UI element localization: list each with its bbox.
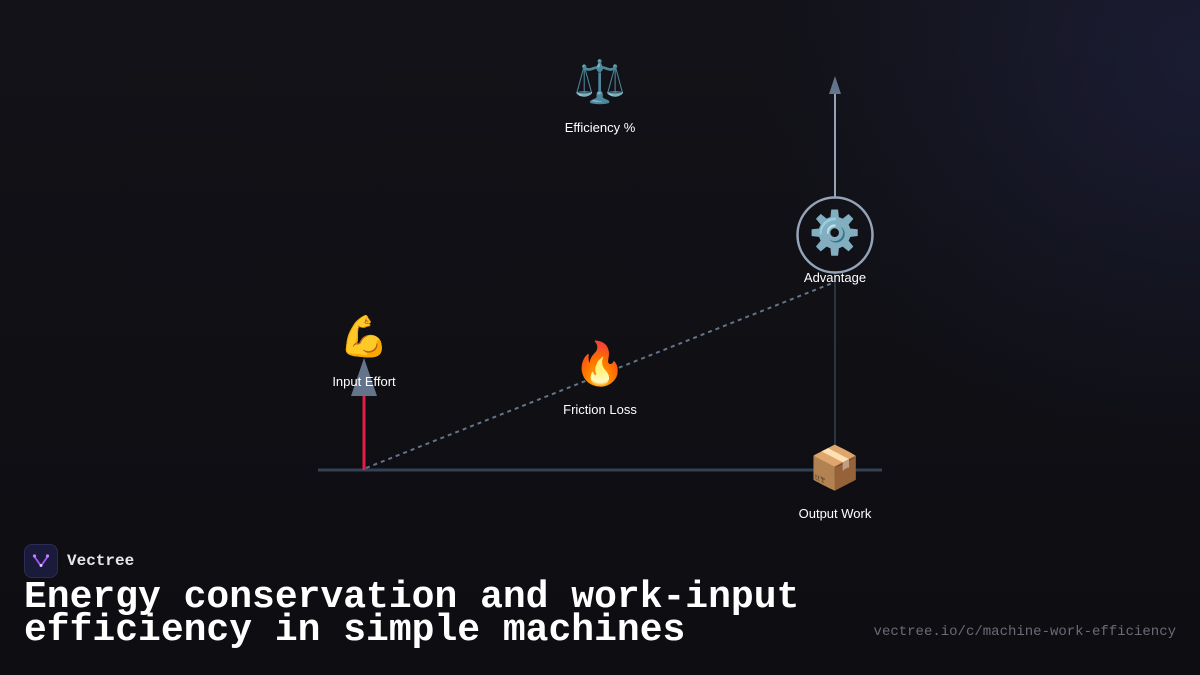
node-friction-loss: 🔥 Friction Loss	[563, 339, 637, 417]
node-label-input-effort: Input Effort	[332, 374, 396, 389]
page-title: Energy conservation and work-input effic…	[24, 576, 800, 652]
source-url: vectree.io/c/machine-work-efficiency	[873, 624, 1176, 640]
node-output-work: 📦 Output Work	[799, 443, 872, 521]
node-label-friction-loss: Friction Loss	[563, 402, 637, 417]
node-advantage: ⚙️ Advantage	[804, 208, 866, 285]
fire-icon: 🔥	[574, 339, 626, 388]
brand: Vectree	[24, 544, 134, 578]
input-effort-arrowhead	[351, 358, 377, 396]
node-input-effort: 💪 Input Effort	[332, 313, 396, 389]
brand-logo-icon	[24, 544, 58, 578]
brand-name: Vectree	[67, 552, 135, 570]
package-icon: 📦	[809, 443, 861, 492]
output-force-arrowhead	[829, 76, 841, 94]
balance-scale-icon: ⚖️	[574, 57, 626, 106]
node-label-advantage: Advantage	[804, 270, 866, 285]
flexed-arm-icon: 💪	[339, 313, 389, 360]
node-label-output-work: Output Work	[799, 506, 872, 521]
node-label-efficiency: Efficiency %	[565, 120, 636, 135]
gear-icon: ⚙️	[809, 208, 861, 257]
advantage-ring	[796, 196, 874, 274]
node-efficiency: ⚖️ Efficiency %	[565, 57, 636, 135]
